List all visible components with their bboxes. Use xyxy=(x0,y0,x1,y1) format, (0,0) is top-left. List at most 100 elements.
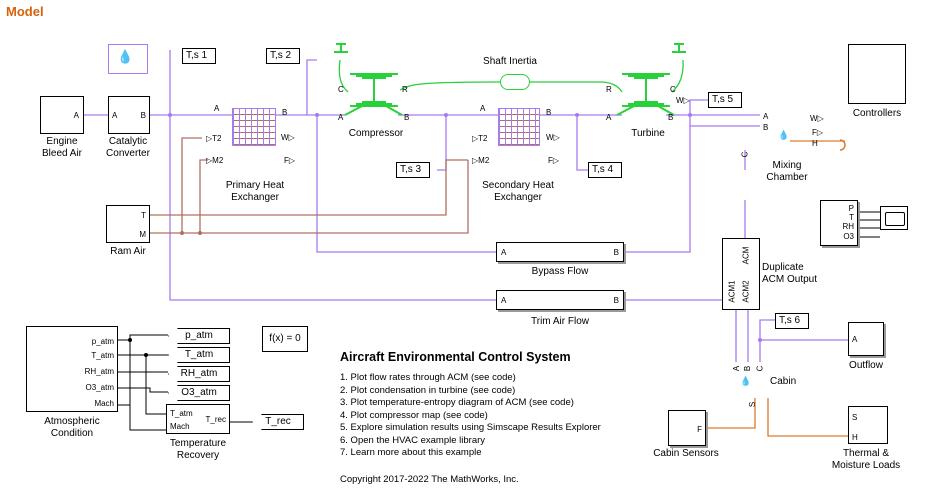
outflow-block[interactable]: A xyxy=(848,322,884,356)
goto-rh-atm[interactable]: RH_atm xyxy=(168,366,230,382)
port-a: A xyxy=(112,111,118,120)
solver-config-block[interactable]: f(x) = 0 xyxy=(262,326,308,352)
atmospheric-condition-block[interactable]: p_atm T_atm RH_atm O3_atm Mach xyxy=(26,326,118,412)
ram-air-label: Ram Air xyxy=(110,246,146,257)
sensors-label: Cabin Sensors xyxy=(653,448,719,459)
phx-port-m2: ▷M2 xyxy=(206,156,224,165)
doc-links: 1. Plot flow rates through ACM (see code… xyxy=(340,372,601,460)
port-b: B xyxy=(140,111,146,120)
scope-screen-icon xyxy=(885,212,905,226)
link-results-explorer[interactable]: 5. Explore simulation results using Sims… xyxy=(340,422,601,433)
scope-mux-block[interactable]: P T RH O3 xyxy=(820,200,858,246)
engine-bleed-air-block[interactable]: A xyxy=(40,96,84,134)
temperature-recovery-block[interactable]: T_atm Mach T_rec xyxy=(166,404,230,434)
primary-heat-exchanger[interactable] xyxy=(232,108,276,146)
mixing-chamber-block[interactable]: A B C 💧 xyxy=(740,108,790,157)
port-a: A xyxy=(73,111,79,120)
shaft-inertia-block[interactable] xyxy=(500,74,530,90)
thermal-label: Thermal &Moisture Loads xyxy=(831,448,901,471)
shx-port-t2: ▷T2 xyxy=(472,134,488,143)
link-plot-condensation[interactable]: 2. Plot condensation in turbine (see cod… xyxy=(340,384,516,396)
cabin-label: Cabin xyxy=(770,376,797,387)
droplet-icon: 💧 xyxy=(778,130,790,140)
port-f: F xyxy=(697,425,702,434)
link-plot-flow[interactable]: 1. Plot flow rates through ACM (see code… xyxy=(340,372,516,383)
shaft-label: Shaft Inertia xyxy=(483,56,537,67)
copyright: Copyright 2017-2022 The MathWorks, Inc. xyxy=(340,474,519,485)
link-plot-compressor-map[interactable]: 4. Plot compressor map (see code) xyxy=(340,409,488,421)
outflow-label: Outflow xyxy=(849,360,883,371)
turb-port-w: W▷ xyxy=(676,96,690,105)
link-learn-more[interactable]: 7. Learn more about this example xyxy=(340,447,482,458)
port-rh-atm: RH_atm xyxy=(84,367,114,376)
controllers-block[interactable] xyxy=(848,44,906,104)
link-hvac-library[interactable]: 6. Open the HVAC example library xyxy=(340,434,486,446)
goto-ts2[interactable]: T,s 2 xyxy=(266,48,300,64)
mix-port-w: W▷ xyxy=(810,114,824,123)
scope-block[interactable] xyxy=(880,206,908,230)
port-p: P xyxy=(848,204,854,213)
trim-label: Trim Air Flow xyxy=(531,316,589,327)
mix-port-b: B xyxy=(763,123,769,132)
goto-p-atm[interactable]: p_atm xyxy=(168,328,230,344)
port-t-atm: T_atm xyxy=(91,351,114,360)
duplicate-acm-block[interactable]: ACM ACM1 ACM2 xyxy=(722,238,760,310)
trim-air-flow-block[interactable]: A B xyxy=(496,290,624,310)
secondary-heat-exchanger[interactable] xyxy=(498,108,540,146)
port-m: M xyxy=(139,230,146,239)
port-o3: O3 xyxy=(843,232,854,241)
compressor-icon[interactable]: C R A B xyxy=(332,40,416,124)
port-a: A xyxy=(501,248,507,257)
goto-o3-atm[interactable]: O3_atm xyxy=(168,385,230,401)
goto-t-atm[interactable]: T_atm xyxy=(168,347,230,363)
droplet-icon: 💧 xyxy=(740,376,752,386)
port-t-rec: T_rec xyxy=(205,415,226,424)
cabin-sensors-block[interactable]: F xyxy=(668,410,706,446)
thermal-moisture-block[interactable]: S H xyxy=(848,406,888,444)
turb-port-a: A xyxy=(606,113,612,122)
turb-port-b: B xyxy=(668,113,673,122)
cabin-block[interactable]: A B C 💧 S xyxy=(728,362,768,408)
link-plot-ts-diagram[interactable]: 3. Plot temperature-entropy diagram of A… xyxy=(340,397,574,408)
goto-ts1[interactable]: T,s 1 xyxy=(182,48,216,64)
mix-port-h: H xyxy=(812,139,818,148)
port-c: C xyxy=(755,365,765,372)
goto-ts5[interactable]: T,s 5 xyxy=(708,92,742,108)
compressor-label: Compressor xyxy=(348,128,404,139)
port-t-atm: T_atm xyxy=(170,409,193,418)
turbine-icon[interactable]: R C A B xyxy=(604,40,688,124)
port-b: B xyxy=(613,248,619,257)
source-block[interactable]: 💧 xyxy=(108,44,148,74)
comp-port-a: A xyxy=(338,113,344,122)
goto-ts4[interactable]: T,s 4 xyxy=(588,162,622,178)
port-acm: ACM xyxy=(741,246,751,265)
comp-port-r: R xyxy=(402,85,408,94)
mix-port-f: F▷ xyxy=(812,128,824,137)
port-acm1: ACM1 xyxy=(727,280,737,303)
shx-port-a: A xyxy=(480,104,486,113)
goto-t-rec[interactable]: T_rec xyxy=(252,414,304,430)
port-acm2: ACM2 xyxy=(741,280,751,303)
port-t: T xyxy=(141,211,146,220)
phx-port-f: F▷ xyxy=(284,156,296,165)
goto-ts3[interactable]: T,s 3 xyxy=(396,162,430,178)
port-s: S xyxy=(852,413,858,422)
mix-port-c: C xyxy=(740,151,750,158)
port-o3-atm: O3_atm xyxy=(85,383,114,392)
goto-ts6[interactable]: T,s 6 xyxy=(775,313,809,329)
ram-air-block[interactable]: T M xyxy=(106,205,150,243)
bypass-flow-block[interactable]: A B xyxy=(496,242,624,262)
comp-port-b: B xyxy=(404,113,409,122)
phx-port-w: W▷ xyxy=(281,133,295,142)
droplet-icon: 💧 xyxy=(117,49,134,64)
mix-port-a: A xyxy=(763,112,769,121)
comp-port-c: C xyxy=(338,85,344,94)
model-title: Aircraft Environmental Control System xyxy=(340,350,571,364)
phx-port-b: B xyxy=(282,108,288,117)
port-mach: Mach xyxy=(170,422,190,431)
catalytic-converter-block[interactable]: A B xyxy=(108,96,150,134)
